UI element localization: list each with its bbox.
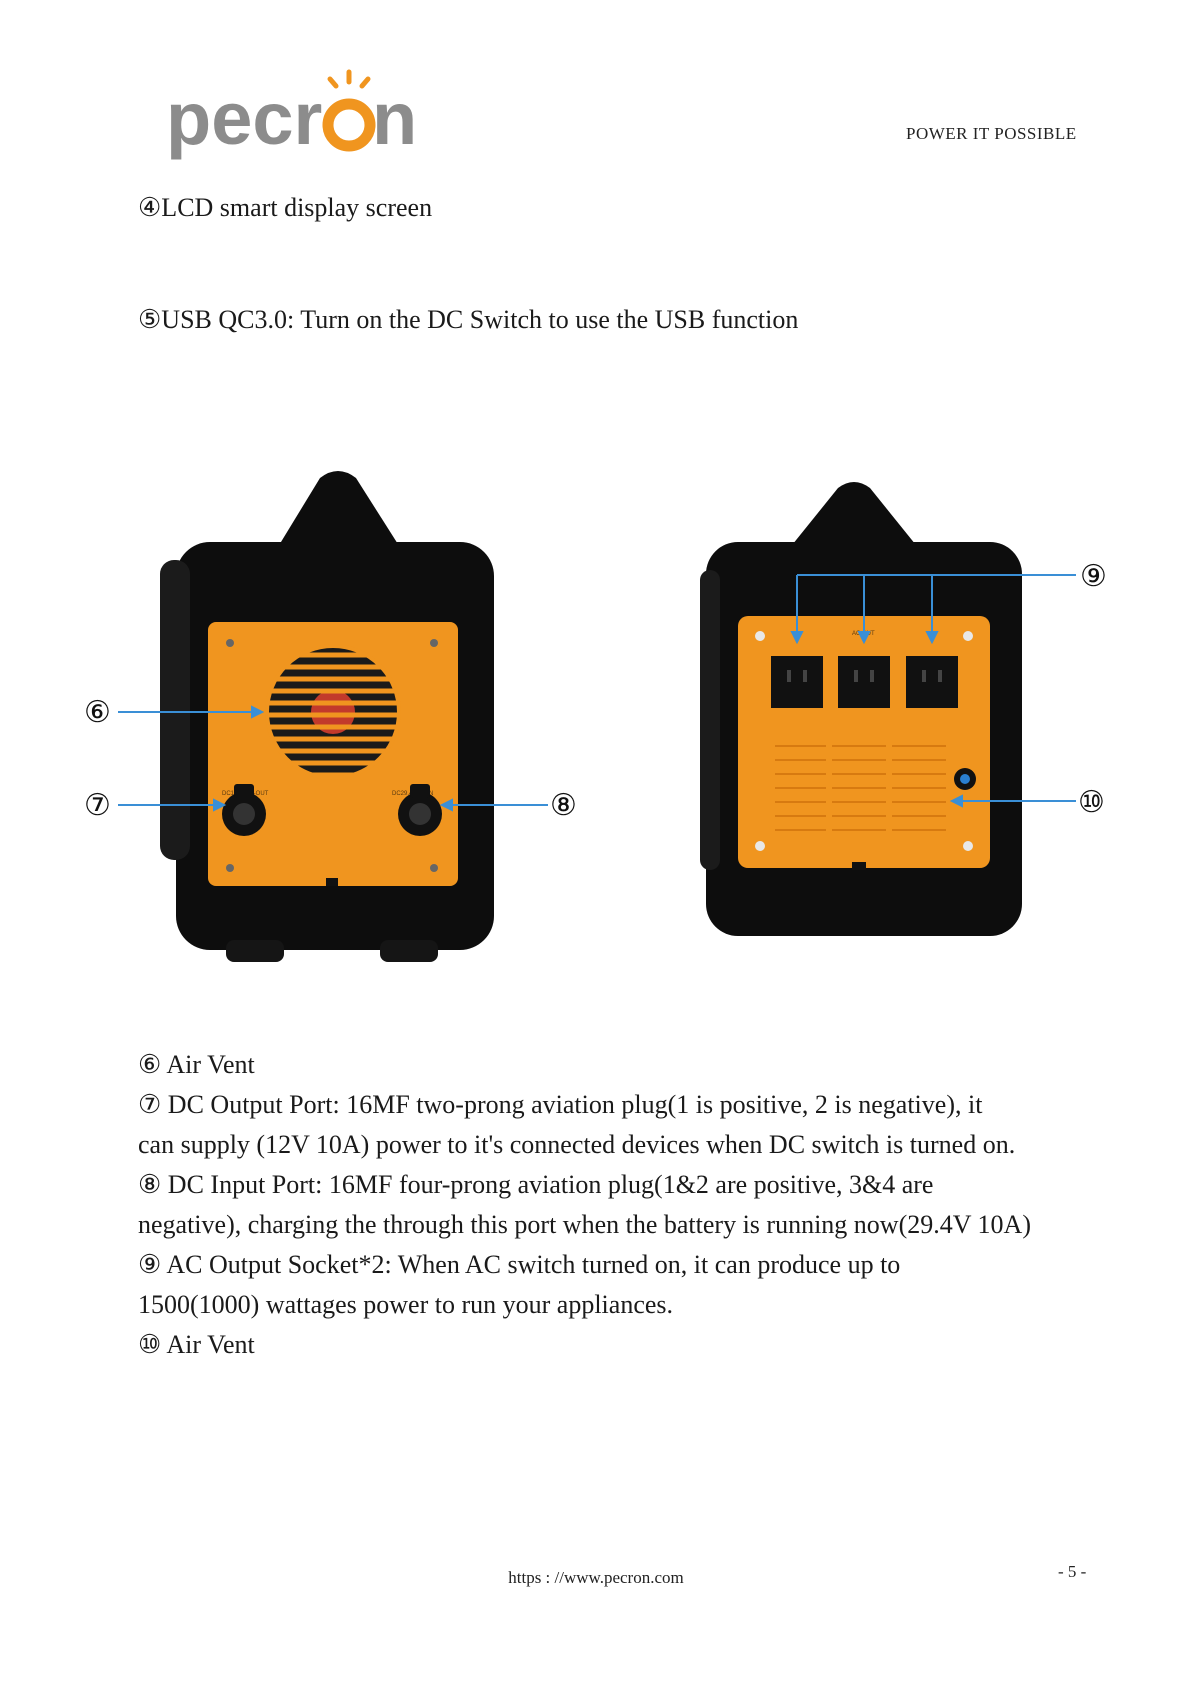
dc-input-port bbox=[398, 784, 442, 836]
item-4-text: ④LCD smart display screen bbox=[138, 193, 433, 222]
callout-numbers: ⑥ ⑦ ⑧ ⑨ ⑩ bbox=[84, 560, 1107, 822]
item-5-text: ⑤USB QC3.0: Turn on the DC Switch to use… bbox=[138, 305, 799, 334]
ac-socket-2 bbox=[838, 656, 890, 708]
callout-7: ⑦ bbox=[84, 789, 111, 822]
ac-socket-1 bbox=[771, 656, 823, 708]
callout-10: ⑩ bbox=[1078, 786, 1105, 819]
product-figure: DC12V/10A-OUT DC29.4V/8A-IN AC OUT bbox=[84, 471, 1107, 962]
pecron-logo: pecr n bbox=[166, 52, 417, 170]
desc-line: ⑥ Air Vent bbox=[138, 1050, 255, 1079]
ac-socket-3 bbox=[906, 656, 958, 708]
front-view-unit: DC12V/10A-OUT DC29.4V/8A-IN bbox=[160, 471, 494, 962]
callout-6: ⑥ bbox=[84, 696, 111, 729]
desc-line: ⑧ DC Input Port: 16MF four-prong aviatio… bbox=[138, 1170, 934, 1199]
dc-output-port bbox=[222, 784, 266, 836]
footer-url: https : //www.pecron.com bbox=[508, 1568, 684, 1587]
air-vent-front bbox=[262, 644, 404, 780]
desc-line: ⑩ Air Vent bbox=[138, 1330, 255, 1359]
svg-text:n: n bbox=[372, 77, 414, 160]
air-vent-rear bbox=[775, 745, 946, 831]
callout-9: ⑨ bbox=[1080, 560, 1107, 593]
callout-8: ⑧ bbox=[550, 789, 577, 822]
svg-text:pecr: pecr bbox=[166, 77, 322, 160]
desc-line: 1500(1000) wattages power to run your ap… bbox=[138, 1290, 674, 1319]
desc-line: can supply (12V 10A) power to it's conne… bbox=[138, 1130, 1016, 1159]
descriptions: ⑥ Air Vent ⑦ DC Output Port: 16MF two-pr… bbox=[138, 1045, 1098, 1365]
desc-line: ⑦ DC Output Port: 16MF two-prong aviatio… bbox=[138, 1090, 983, 1119]
desc-line: ⑨ AC Output Socket*2: When AC switch tur… bbox=[138, 1250, 901, 1279]
rear-view-unit: AC OUT bbox=[700, 482, 1022, 936]
desc-line: negative), charging the through this por… bbox=[138, 1210, 1031, 1239]
page-number: - 5 - bbox=[1058, 1562, 1087, 1581]
tagline: POWER IT POSSIBLE bbox=[906, 124, 1077, 143]
callout-lines bbox=[118, 574, 1076, 812]
